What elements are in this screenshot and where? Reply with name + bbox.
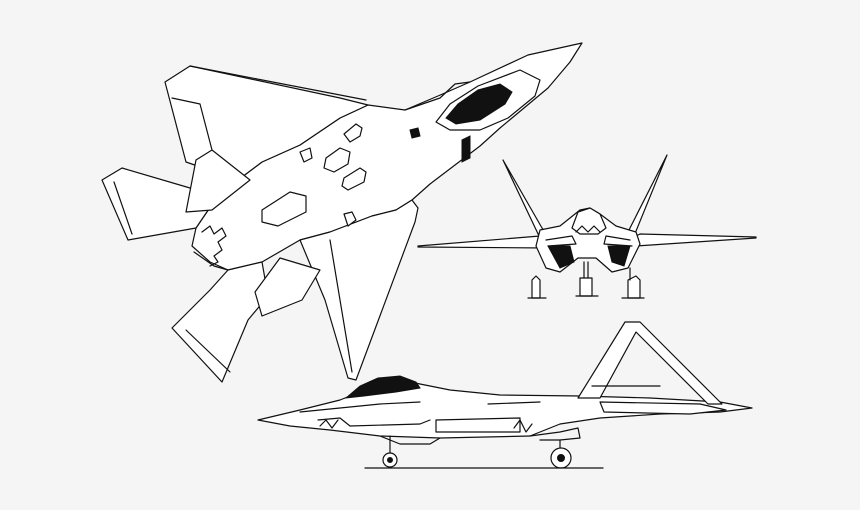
front-gear-nose <box>579 277 593 297</box>
front-cheek-left <box>545 235 577 247</box>
plan-stab-left-line <box>113 181 133 235</box>
plan-bay-2 <box>323 147 351 173</box>
front-gear-left <box>531 275 541 299</box>
side-main-hub <box>557 454 565 462</box>
plan-stab-left <box>101 167 216 241</box>
plan-flap-upper <box>171 97 213 151</box>
side-spine-line <box>487 401 541 405</box>
front-gear-nose-strut <box>575 261 599 297</box>
side-chine <box>299 401 421 413</box>
side-canopy <box>344 375 421 399</box>
plan-wing-lower <box>299 199 419 381</box>
plan-canopy <box>445 83 513 125</box>
plan-wing-lower-edge <box>329 239 353 373</box>
plan-vent-1 <box>409 127 421 139</box>
front-gear-right-base <box>621 267 645 299</box>
front-canopy-zigzag <box>575 225 601 233</box>
plan-intake <box>404 81 471 111</box>
plan-bay-6 <box>299 147 313 163</box>
plan-bay-4 <box>343 123 363 143</box>
plan-tail-edge <box>193 251 229 271</box>
plan-vent-2 <box>461 135 471 163</box>
front-view <box>417 154 757 299</box>
plan-view <box>101 42 583 383</box>
front-intake-right <box>607 245 631 267</box>
side-sawtooth-fwd <box>319 419 339 429</box>
side-stabilizer <box>599 401 727 415</box>
front-intake-left <box>547 245 575 269</box>
plan-fin-lower <box>254 257 321 317</box>
side-nose-hub <box>387 457 393 463</box>
plan-fin-upper <box>185 149 251 213</box>
side-sawtooth-aft <box>513 419 533 433</box>
side-view <box>257 321 753 469</box>
plan-bay-3 <box>341 167 367 191</box>
side-nacelle <box>529 427 581 441</box>
plan-wing-upper-edge <box>189 65 367 101</box>
side-intake <box>317 417 431 427</box>
plan-nozzle-teeth <box>201 225 227 267</box>
plan-stab-right-line <box>185 329 231 373</box>
side-weapons-bay <box>435 417 521 433</box>
front-cheek-right <box>603 235 633 247</box>
plan-bay-1 <box>261 191 307 227</box>
side-fin <box>577 321 723 405</box>
plan-bay-5 <box>343 211 357 227</box>
